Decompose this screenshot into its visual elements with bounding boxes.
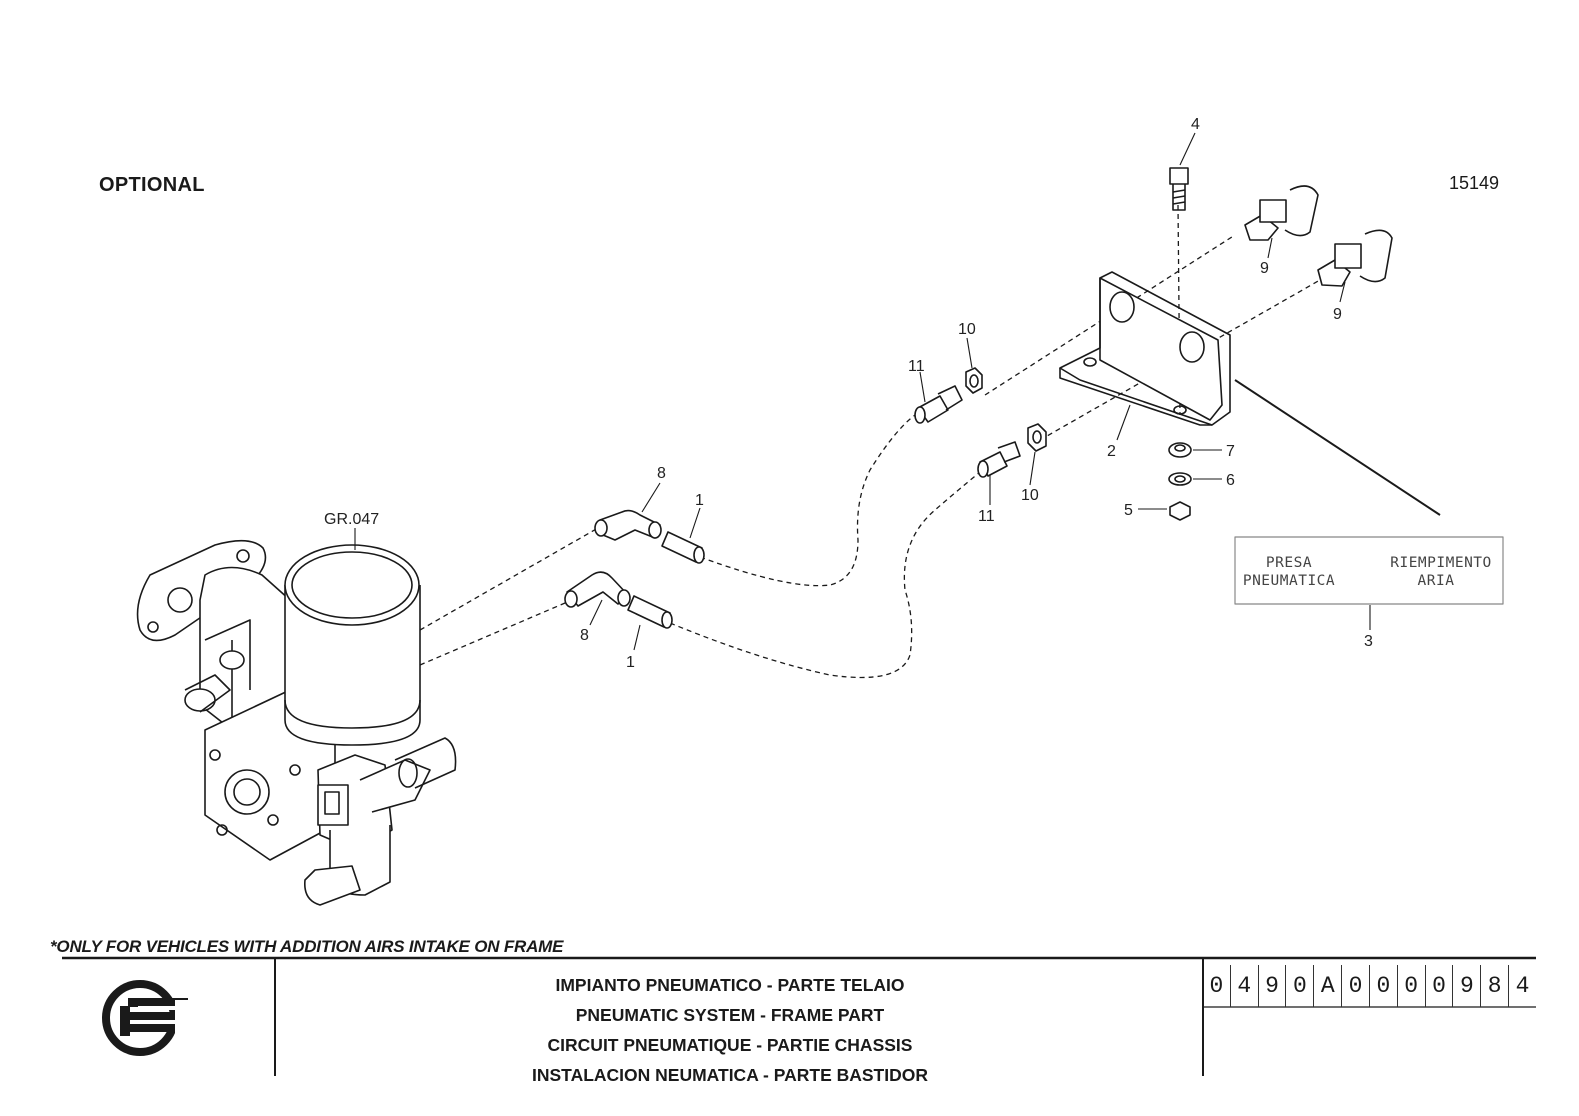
callout-6: 6 (1226, 472, 1235, 489)
footnote: *ONLY FOR VEHICLES WITH ADDITION AIRS IN… (50, 937, 564, 956)
code-char: 0 (1342, 965, 1370, 1007)
hose-lines (419, 204, 1321, 679)
part-4-bolt (1169, 167, 1189, 211)
callout-8: 8 (580, 627, 589, 644)
part-2-bracket (1059, 271, 1231, 426)
callout-8: 8 (657, 465, 666, 482)
document-code: 0 4 9 0 A 0 0 0 0 9 8 4 (1203, 965, 1536, 1007)
callout-9: 9 (1260, 260, 1269, 277)
tag-left-line1: PRESA (1266, 555, 1312, 571)
tag-right-line2: ARIA (1418, 573, 1455, 589)
drawing-number: 15149 (1449, 173, 1500, 193)
part-9-coupling-upper (1244, 185, 1319, 241)
group-ref-label: GR.047 (324, 511, 379, 528)
part-8-elbow-lower (564, 571, 631, 608)
optional-label: OPTIONAL (99, 174, 205, 196)
callout-10: 10 (958, 321, 976, 338)
callout-9: 9 (1333, 306, 1342, 323)
part-10-nut-lower (1027, 423, 1047, 452)
part-3-tag (1234, 536, 1504, 605)
part-5-nut (1169, 501, 1191, 521)
callout-1: 1 (626, 654, 635, 671)
title-english: PNEUMATIC SYSTEM - FRAME PART (575, 1005, 885, 1025)
code-char: 4 (1515, 973, 1530, 999)
title-spanish: INSTALACION NEUMATICA - PARTE BASTIDOR (532, 1065, 928, 1085)
part-8-elbow-upper (594, 509, 662, 541)
part-9-coupling-upper-right (1317, 229, 1393, 287)
title-block-frame (62, 956, 1536, 1076)
callout-10: 10 (1021, 487, 1039, 504)
code-char: 0 (1398, 965, 1426, 1007)
air-dryer-assembly (136, 539, 457, 906)
company-logo-icon (102, 980, 190, 1056)
callout-3: 3 (1364, 633, 1373, 650)
part-10-nut-upper (965, 367, 983, 394)
callout-11: 11 (908, 358, 925, 375)
title-french: CIRCUIT PNEUMATIQUE - PARTIE CHASSIS (547, 1035, 913, 1055)
code-char: 0 (1370, 965, 1398, 1007)
code-char: 9 (1453, 965, 1482, 1007)
part-7-lock-washer (1168, 442, 1192, 458)
tag-left-line2: PNEUMATICA (1243, 573, 1335, 589)
code-char: A (1314, 965, 1343, 1007)
title-block: IMPIANTO PNEUMATICO - PARTE TELAIO PNEUM… (380, 970, 1080, 1090)
code-char: 9 (1259, 965, 1287, 1007)
part-6-washer (1168, 472, 1192, 486)
code-char: 8 (1481, 965, 1510, 1007)
part-1-sleeve-lower (627, 595, 673, 629)
callout-2: 2 (1107, 443, 1116, 460)
callout-11: 11 (978, 508, 995, 525)
title-italian: IMPIANTO PNEUMATICO - PARTE TELAIO (555, 975, 905, 995)
tag-right-line1: RIEMPIMENTO (1390, 555, 1492, 571)
code-char: 4 (1231, 965, 1259, 1007)
callout-4: 4 (1191, 116, 1200, 133)
part-11-connector-lower (977, 441, 1021, 478)
code-char: 0 (1286, 965, 1315, 1007)
code-char: 0 (1203, 965, 1231, 1007)
callout-1: 1 (695, 492, 704, 509)
part-11-connector-upper (914, 385, 963, 424)
code-char: 0 (1426, 965, 1454, 1007)
callout-7: 7 (1226, 443, 1235, 460)
part-1-sleeve-upper (661, 531, 705, 564)
callout-5: 5 (1124, 502, 1133, 519)
